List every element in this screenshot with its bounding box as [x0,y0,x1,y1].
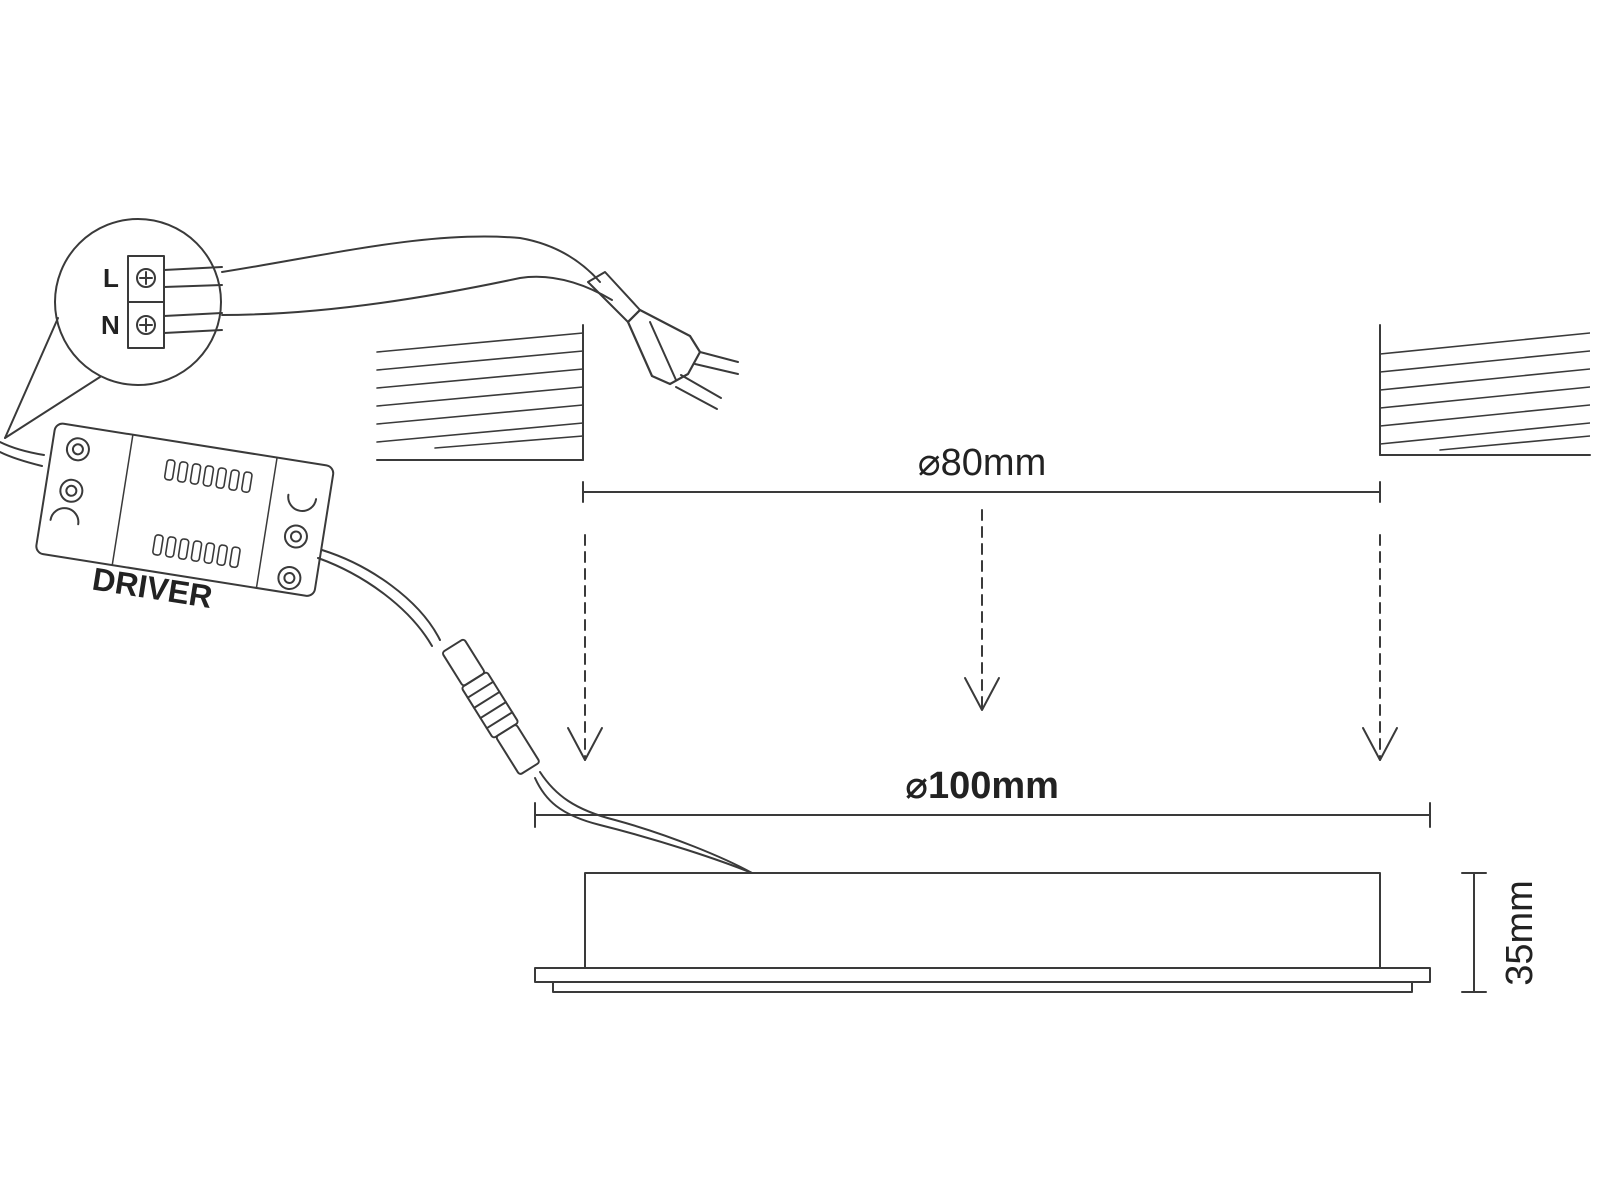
led-driver [35,422,335,597]
terminal-screw-icon [136,315,156,335]
fixture-diameter-label: ⌀100mm [905,765,1059,807]
terminal-label-n: N [101,310,120,340]
terminal-detail-magnifier [4,218,222,439]
fixture-height-label: 35mm [1499,880,1541,986]
ceiling-left [376,324,584,461]
terminal-block [127,255,223,349]
terminal-screw-icon [136,268,156,288]
insertion-arrows [567,509,1398,761]
output-cable [317,549,753,874]
fixture-dimension-line [534,802,1431,828]
terminal-label-l: L [103,263,119,293]
downlight-fixture [534,872,1431,993]
cutout-diameter-label: ⌀80mm [918,442,1046,484]
driver-input-wire [0,441,45,456]
driver-label: DRIVER [90,561,215,615]
height-dimension-line [1461,872,1487,993]
mains-cable [221,235,613,316]
dc-connector-icon [442,638,540,775]
plug-icon [587,271,739,410]
ceiling-right [1379,324,1591,456]
cutout-dimension-line [582,481,1381,503]
